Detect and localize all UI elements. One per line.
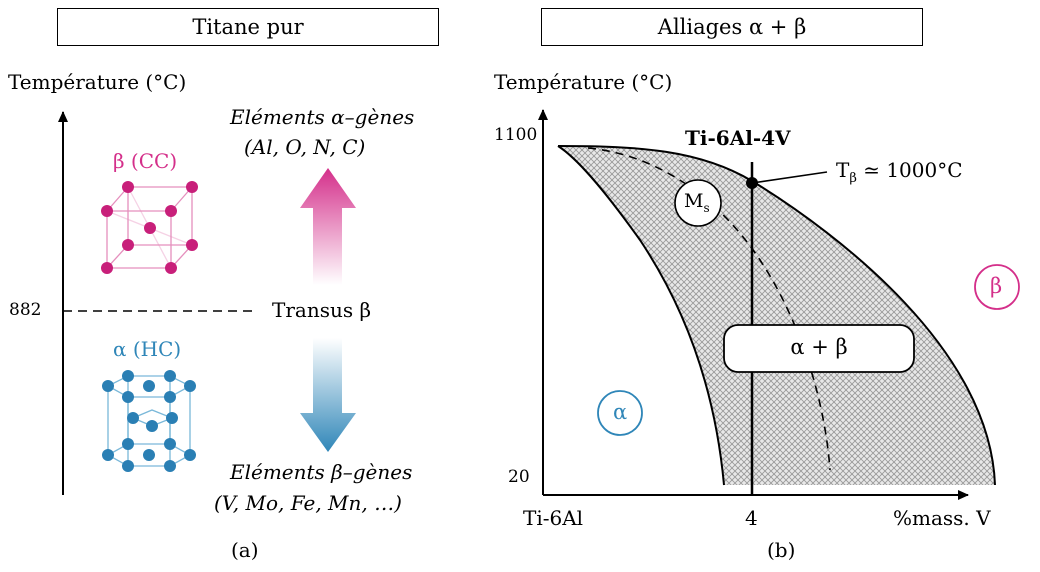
bcc-atoms	[101, 181, 198, 274]
x-tick-ti6al: Ti-6Al	[523, 506, 584, 530]
alpha-region-label: α	[613, 400, 628, 424]
panel-b-y-axis-label: Température (°C)	[494, 70, 673, 94]
alpha-beta-label-box	[723, 324, 915, 373]
martensite-start-curve	[587, 147, 831, 471]
x-tick-4: 4	[745, 506, 758, 530]
beta-region-circle	[974, 264, 1020, 310]
panel-a-title-box: Titane pur	[57, 8, 439, 46]
panel-b-tick-1100: 1100	[494, 125, 538, 145]
tbeta-subscript: β	[849, 171, 857, 186]
tbeta-t: T	[836, 158, 850, 182]
beta-transus-curve	[557, 145, 996, 486]
alpha-genes-list: (Al, O, N, C)	[244, 135, 366, 159]
alpha-genes-title: Eléments α–gènes	[230, 105, 415, 129]
alpha-beta-two-phase-region	[558, 146, 995, 485]
alpha-hc-label: α (HC)	[113, 337, 182, 361]
panel-b-caption: (b)	[767, 538, 796, 562]
ms-label: Ms	[684, 190, 710, 215]
beta-cc-label: β (CC)	[113, 149, 178, 173]
panel-b-title-box: Alliages α + β	[541, 8, 923, 46]
x-axis-label: %mass. V	[893, 506, 991, 530]
beta-region-label: β	[990, 274, 1003, 298]
ms-subscript: s	[703, 200, 710, 215]
transus-beta-label: Transus β	[272, 298, 372, 322]
panel-a-title: Titane pur	[192, 15, 304, 39]
ms-m: M	[684, 190, 704, 212]
tbeta-annotation: Tβ ≃ 1000°C	[836, 158, 963, 186]
ms-circle	[674, 179, 722, 227]
panel-b-tick-20: 20	[508, 467, 530, 487]
alloy-label: Ti-6Al-4V	[685, 126, 791, 150]
alpha-stabilizer-arrow	[300, 168, 356, 285]
beta-stabilizer-arrow	[300, 338, 356, 452]
beta-genes-list: (V, Mo, Fe, Mn, …)	[214, 491, 402, 515]
panel-a-y-axis-label: Température (°C)	[8, 70, 187, 94]
tbeta-point	[746, 177, 758, 189]
alpha-beta-region-label: α + β	[790, 335, 848, 359]
hcp-atoms	[102, 370, 196, 472]
alpha-region-circle	[597, 390, 643, 436]
tbeta-value: ≃ 1000°C	[856, 158, 963, 182]
panel-a-caption: (a)	[231, 538, 259, 562]
panel-b-title: Alliages α + β	[657, 15, 807, 39]
panel-a-tick-882: 882	[9, 300, 42, 320]
tbeta-leader-line	[751, 171, 828, 184]
alpha-transus-curve	[557, 145, 725, 486]
beta-genes-title: Eléments β–gènes	[230, 460, 413, 484]
